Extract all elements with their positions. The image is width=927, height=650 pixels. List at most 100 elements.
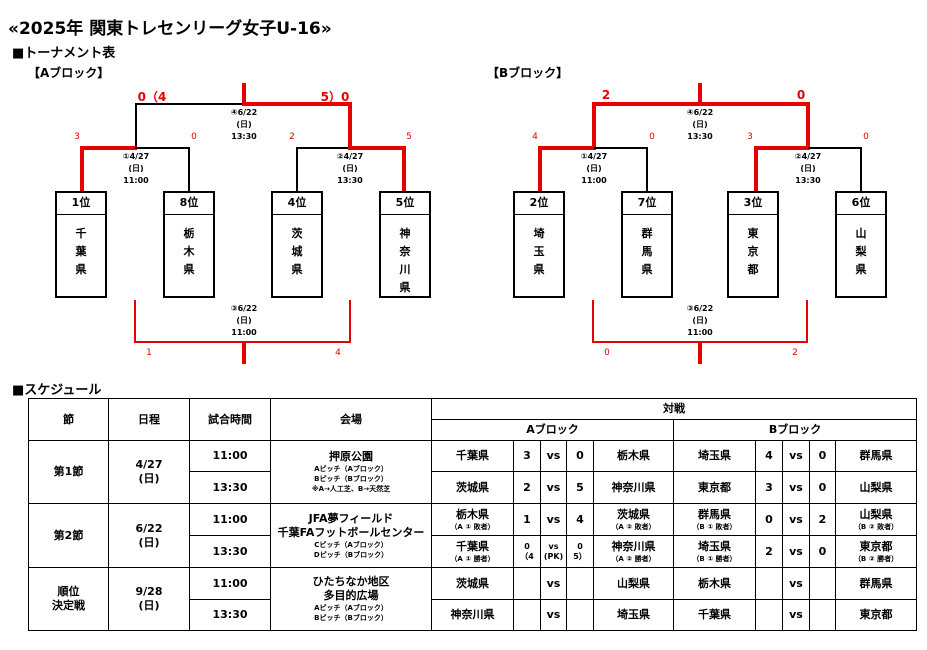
round-cell: 第2節 <box>28 503 109 568</box>
team-cell: 栃木県 <box>593 440 674 472</box>
schedule-heading: ■スケジュール <box>12 383 102 398</box>
vs-cell: vs <box>782 599 810 631</box>
score-cell <box>513 599 541 631</box>
a-third-score-right: 4 <box>335 348 341 358</box>
score-cell <box>809 567 836 600</box>
b-semi2-score-left: 3 <box>747 132 753 142</box>
a-semi2-info: ②4/27(日)13:30 <box>336 152 364 185</box>
time-cell: 13:30 <box>189 535 271 568</box>
b-final-score-right: 0 <box>796 88 806 102</box>
header-match: 対戦 <box>430 398 918 420</box>
page-title: «2025年 関東トレセンリーグ女子U-16» <box>8 19 332 39</box>
vs-cell: vs <box>540 503 567 536</box>
date-cell: 4/27(日) <box>108 440 190 504</box>
time-cell: 11:00 <box>189 440 271 472</box>
score-cell: 2 <box>755 535 783 568</box>
b-semi2-info: ②4/27(日)13:30 <box>794 152 822 185</box>
vs-cell: vs <box>782 440 810 472</box>
vs-cell: vs <box>540 599 567 631</box>
b-semi1-score-right: 0 <box>649 132 655 142</box>
team-cell: 茨城県（A ② 敗者） <box>593 503 674 536</box>
score-cell: 2 <box>809 503 836 536</box>
time-cell: 13:30 <box>189 471 271 504</box>
team-cell: 群馬県 <box>834 440 918 472</box>
team-box: 8位栃木県 <box>163 191 215 298</box>
team-cell: 東京都 <box>834 599 918 631</box>
team-cell: 山梨県 <box>834 471 918 504</box>
header-block-b: Bブロック <box>672 419 918 441</box>
table-row: 順位決定戦 9/28(日) 11:00 ひたちなか地区多目的広場 Aピッチ（Aブ… <box>28 567 918 631</box>
a-semi1-score-left: 3 <box>74 132 80 142</box>
vs-cell: vs(PK) <box>540 535 567 568</box>
score-cell: 3 <box>513 440 541 472</box>
a-semi1-info: ①4/27(日)11:00 <box>122 152 150 185</box>
time-cell: 11:00 <box>189 503 271 536</box>
team-cell: 埼玉県 <box>593 599 674 631</box>
team-cell: 東京都（B ② 勝者） <box>834 535 918 568</box>
vs-cell: vs <box>782 471 810 504</box>
b-semi1-info: ①4/27(日)11:00 <box>580 152 608 185</box>
tournament-heading: ■トーナメント表 <box>12 46 116 61</box>
score-cell <box>513 567 541 600</box>
table-row: 13:30 神奈川県 vs 埼玉県 千葉県 vs 東京都 <box>29 599 918 631</box>
venue-cell: 押原公園 Aピッチ（Aブロック）Bピッチ（Bブロック）※A→人工芝、B→天然芝 <box>270 440 432 504</box>
score-cell: 4 <box>755 440 783 472</box>
table-row: 第1節 4/27(日) 11:00 押原公園 Aピッチ（Aブロック）Bピッチ（B… <box>28 440 918 504</box>
table-row: 第2節 6/22(日) 11:00 JFA夢フィールド千葉FAフットボールセンタ… <box>28 503 918 568</box>
a-final-score-left: 0（4 <box>137 90 167 104</box>
a-final-info: ④6/22(日)13:30 <box>230 108 258 141</box>
team-cell: 栃木県（A ① 敗者） <box>431 503 514 536</box>
score-cell <box>566 599 594 631</box>
team-cell: 栃木県 <box>673 567 756 600</box>
score-cell <box>755 567 783 600</box>
block-a-label: 【Aブロック】 <box>28 66 110 80</box>
score-cell: 0 <box>755 503 783 536</box>
block-b-label: 【Bブロック】 <box>487 66 569 80</box>
score-cell: 1 <box>513 503 541 536</box>
team-cell: 神奈川県 <box>431 599 514 631</box>
team-cell: 群馬県（B ① 敗者） <box>673 503 756 536</box>
team-cell: 千葉県 <box>431 440 514 472</box>
table-row: 13:30 茨城県 2 vs 5 神奈川県 東京都 3 vs 0 山梨県 <box>29 471 918 504</box>
b-third-score-right: 2 <box>792 348 798 358</box>
a-third-score-left: 1 <box>146 348 152 358</box>
score-cell: 4 <box>566 503 594 536</box>
header-date: 日程 <box>108 398 190 441</box>
vs-cell: vs <box>782 535 810 568</box>
team-cell: 群馬県 <box>834 567 918 600</box>
score-cell <box>755 599 783 631</box>
schedule-table: 節 日程 試合時間 会場 対戦 Aブロック Bブロック 第1節 4/27(日) … <box>28 398 918 631</box>
vs-cell: vs <box>540 471 567 504</box>
b-third-info: ③6/22(日)11:00 <box>686 304 714 337</box>
team-cell: 東京都 <box>673 471 756 504</box>
team-box: 2位埼玉県 <box>513 191 565 298</box>
date-cell: 9/28(日) <box>108 567 190 631</box>
venue-cell: JFA夢フィールド千葉FAフットボールセンター Cピッチ（Aブロック）Dピッチ（… <box>270 503 432 568</box>
a-third-info: ③6/22(日)11:00 <box>230 304 258 337</box>
team-cell: 千葉県 <box>673 599 756 631</box>
team-cell: 茨城県 <box>431 471 514 504</box>
a-semi1-score-right: 0 <box>191 132 197 142</box>
score-cell <box>566 567 594 600</box>
score-cell: 0 <box>566 440 594 472</box>
team-cell: 千葉県（A ① 勝者） <box>431 535 514 568</box>
score-cell: 0（4 <box>513 535 541 568</box>
score-cell: 3 <box>755 471 783 504</box>
team-box: 1位千葉県 <box>55 191 107 298</box>
team-cell: 神奈川県（A ② 勝者） <box>593 535 674 568</box>
header-round: 節 <box>28 398 109 441</box>
team-box: 6位山梨県 <box>835 191 887 298</box>
team-cell: 山梨県（B ② 敗者） <box>834 503 918 536</box>
venue-cell: ひたちなか地区多目的広場 Aピッチ（Aブロック）Bピッチ（Bブロック） <box>270 567 432 631</box>
score-cell: 5 <box>566 471 594 504</box>
score-cell <box>809 599 836 631</box>
team-cell: 茨城県 <box>431 567 514 600</box>
team-box: 7位群馬県 <box>621 191 673 298</box>
team-box: 3位東京都 <box>727 191 779 298</box>
table-subheader-row: Aブロック Bブロック <box>29 419 918 441</box>
b-final-score-left: 2 <box>601 88 611 102</box>
vs-cell: vs <box>782 567 810 600</box>
b-semi2-score-right: 0 <box>863 132 869 142</box>
score-cell: 0 <box>809 535 836 568</box>
